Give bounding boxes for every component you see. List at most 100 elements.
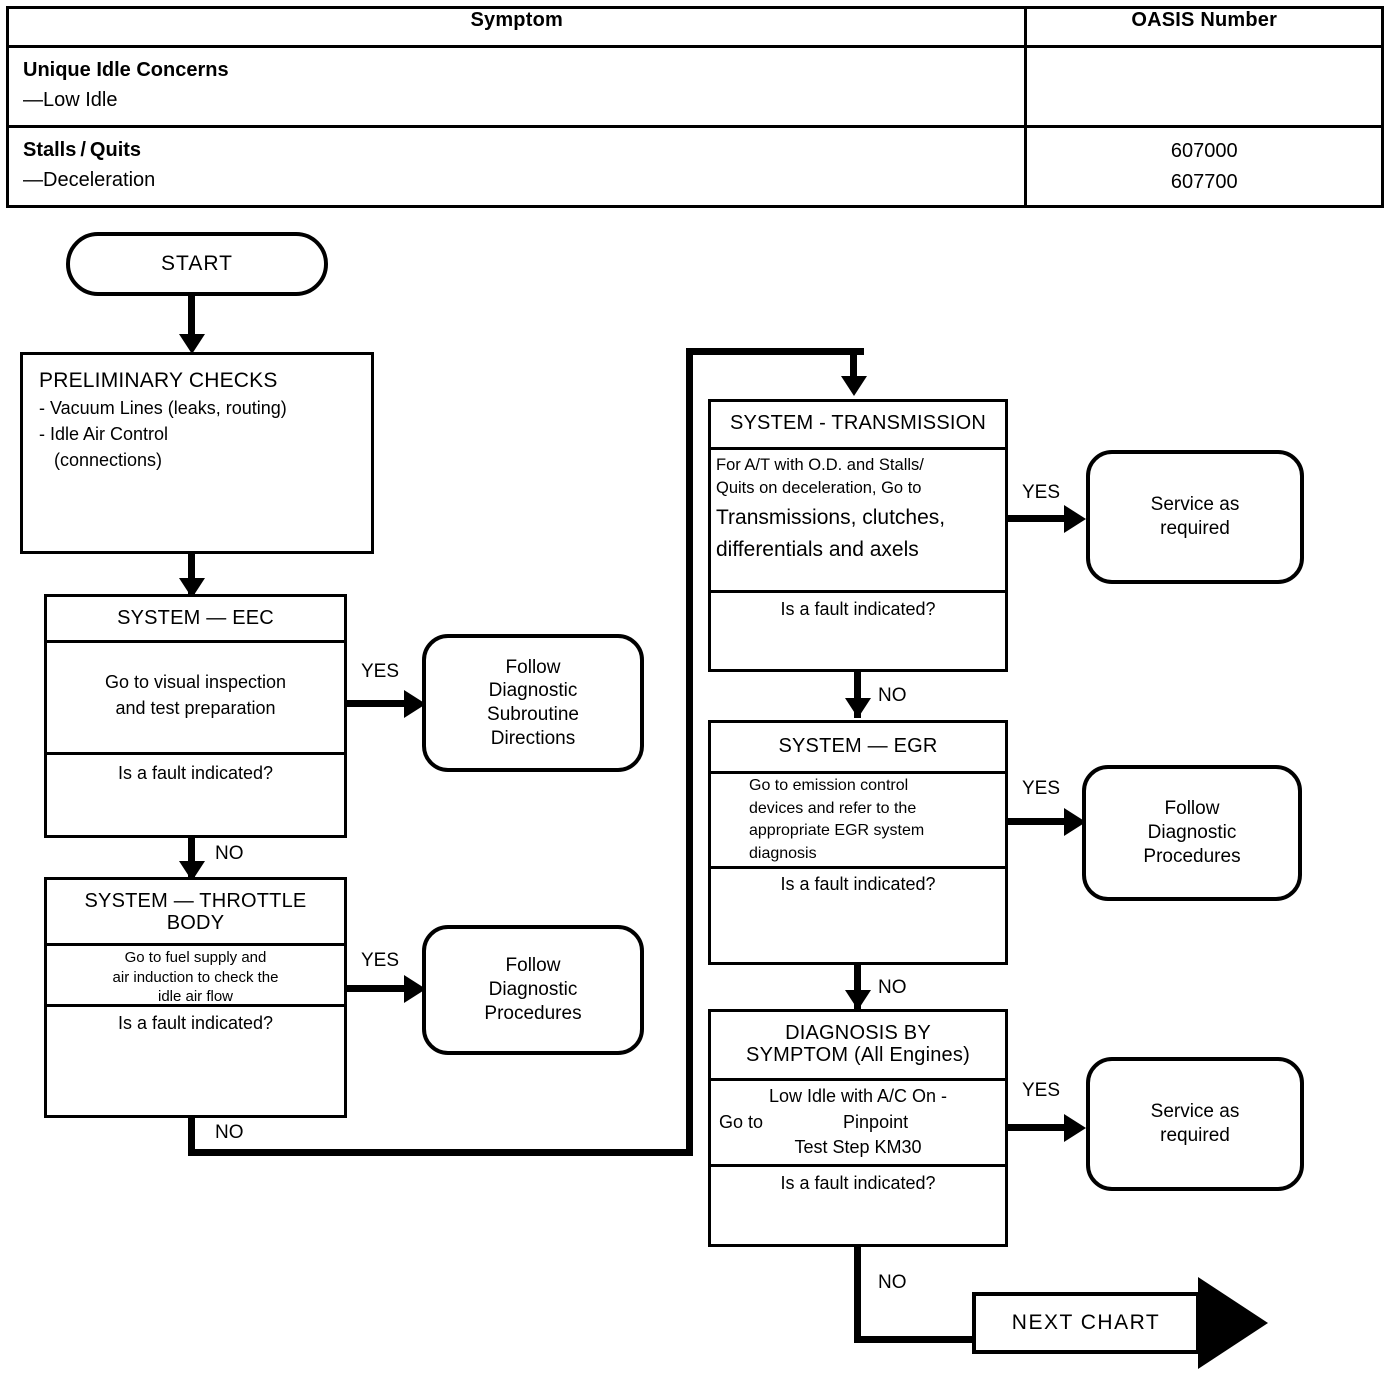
arrowhead-down-icon — [179, 334, 205, 354]
system-eec-body: Go to visual inspection and test prepara… — [104, 672, 287, 719]
arrowhead-right-icon — [1064, 1114, 1086, 1142]
arrowhead-down-icon — [845, 698, 871, 718]
eec-yes-outcome: Follow Diagnostic Subroutine Directions — [422, 634, 644, 772]
connector-preliminary-to-eec — [188, 554, 195, 596]
connector-start-to-preliminary — [188, 296, 195, 340]
label-no: NO — [878, 977, 907, 998]
preliminary-item: - Vacuum Lines (leaks, routing) — [39, 397, 287, 418]
start-label: START — [161, 251, 233, 275]
connector-eec-no — [188, 838, 195, 880]
symptom-subitem: —Low Idle — [23, 89, 118, 111]
label-yes: YES — [1022, 1080, 1061, 1101]
symptom-title: Unique Idle Concerns — [23, 59, 229, 81]
system-egr-header: SYSTEM — EGR — [778, 735, 938, 757]
system-eec-question: Is a fault indicated? — [117, 763, 274, 783]
system-throttle-header: SYSTEM — THROTTLE BODY — [84, 890, 307, 935]
next-chart-banner[interactable]: NEXT CHART — [972, 1277, 1272, 1380]
oasis-number: 607000 — [1170, 140, 1238, 162]
eec-yes-outcome-text: Follow Diagnostic Subroutine Directions — [487, 656, 579, 749]
label-yes: YES — [1022, 778, 1061, 799]
diagnosis-symptom-question: Is a fault indicated? — [780, 1173, 936, 1193]
system-eec-header: SYSTEM — EEC — [117, 607, 274, 629]
symptom-title: Stalls / Quits — [23, 139, 142, 161]
system-throttle-question: Is a fault indicated? — [117, 1013, 274, 1033]
oasis-cell: 607000 607700 — [1024, 125, 1384, 208]
diagnosis-by-symptom-box: DIAGNOSIS BY SYMPTOM (All Engines) Low I… — [708, 1009, 1008, 1247]
divider — [47, 752, 344, 755]
system-throttle-body: Go to fuel supply and air induction to c… — [112, 949, 279, 1005]
label-yes: YES — [1022, 482, 1061, 503]
connector-eec-yes — [347, 700, 415, 707]
oasis-number: 607700 — [1170, 171, 1238, 193]
divider — [711, 1078, 1005, 1081]
column-header-symptom: Symptom — [5, 6, 1028, 48]
system-transmission-header: SYSTEM - TRANSMISSION — [729, 412, 987, 434]
arrowhead-right-icon — [1064, 808, 1086, 836]
table-row: Unique Idle Concerns —Low Idle — [5, 45, 1384, 128]
system-throttle-body-box: SYSTEM — THROTTLE BODY Go to fuel supply… — [44, 877, 347, 1118]
connector-transmission-yes — [1008, 515, 1076, 522]
system-transmission-body: For A/T with O.D. and Stalls/ Quits on d… — [716, 456, 946, 561]
symptom-cell: Unique Idle Concerns —Low Idle — [5, 45, 1028, 128]
preliminary-item: (connections) — [39, 449, 163, 470]
arrowhead-right-icon — [1064, 505, 1086, 533]
connector-throttle-no-down — [188, 1118, 195, 1156]
arrowhead-right-icon — [404, 690, 426, 718]
connector-symptom-no-down — [854, 1247, 861, 1343]
symptom-yes-outcome: Service as required — [1086, 1057, 1304, 1191]
preliminary-item: - Idle Air Control — [39, 423, 169, 444]
symptom-subitem: —Deceleration — [23, 169, 156, 191]
divider — [711, 447, 1005, 450]
label-no: NO — [215, 843, 244, 864]
arrowhead-down-icon — [841, 376, 867, 396]
transmission-yes-outcome: Service as required — [1086, 450, 1304, 584]
symptom-cell: Stalls / Quits —Deceleration — [5, 125, 1028, 208]
connector-loop-top — [686, 348, 864, 355]
divider — [711, 1164, 1005, 1167]
connector-symptom-no-right — [854, 1336, 979, 1343]
connector-loop-into-transmission — [850, 348, 857, 382]
connector-symptom-yes — [1008, 1124, 1076, 1131]
start-terminator: START — [66, 232, 328, 296]
next-chart-label: NEXT CHART — [1011, 1311, 1161, 1334]
arrowhead-down-icon — [179, 861, 205, 881]
system-egr-question: Is a fault indicated? — [780, 874, 936, 894]
table-row: Stalls / Quits —Deceleration 607000 6077… — [5, 125, 1384, 208]
connector-loop-up — [686, 348, 693, 1156]
system-transmission-question: Is a fault indicated? — [780, 599, 936, 619]
divider — [47, 1004, 344, 1007]
label-yes: YES — [361, 950, 400, 971]
diagnosis-symptom-body: Low Idle with A/C On - Go to Pinpoint Te… — [719, 1086, 948, 1158]
divider — [711, 590, 1005, 593]
connector-throttle-yes — [347, 985, 415, 992]
divider — [47, 943, 344, 946]
preliminary-checks-box: PRELIMINARY CHECKS - Vacuum Lines (leaks… — [20, 352, 374, 554]
divider — [711, 771, 1005, 774]
system-egr-body: Go to emission control devices and refer… — [749, 777, 925, 863]
label-yes: YES — [361, 661, 400, 682]
symptom-yes-outcome-text: Service as required — [1150, 1101, 1240, 1146]
arrowhead-down-icon — [845, 990, 871, 1010]
arrowhead-down-icon — [179, 578, 205, 598]
diagnosis-symptom-header: DIAGNOSIS BY SYMPTOM (All Engines) — [746, 1022, 970, 1067]
table-header-row: Symptom OASIS Number — [5, 6, 1384, 48]
symptom-oasis-table: Symptom OASIS Number Unique Idle Concern… — [5, 6, 1384, 208]
label-no: NO — [878, 1272, 907, 1293]
system-transmission-box: SYSTEM - TRANSMISSION For A/T with O.D. … — [708, 399, 1008, 672]
label-no: NO — [878, 685, 907, 706]
connector-transmission-no — [854, 672, 861, 718]
arrowhead-right-icon — [404, 975, 426, 1003]
throttle-yes-outcome-text: Follow Diagnostic Procedures — [484, 955, 582, 1024]
arrowhead-right-icon — [1198, 1277, 1268, 1369]
connector-egr-no — [854, 965, 861, 1009]
connector-throttle-no-right — [188, 1149, 693, 1156]
connector-egr-yes — [1008, 818, 1076, 825]
oasis-cell — [1024, 45, 1384, 128]
preliminary-title: PRELIMINARY CHECKS - Vacuum Lines (leaks… — [23, 369, 371, 473]
label-no: NO — [215, 1122, 244, 1143]
next-chart-body[interactable]: NEXT CHART — [972, 1292, 1200, 1354]
egr-yes-outcome: Follow Diagnostic Procedures — [1082, 765, 1302, 901]
egr-yes-outcome-text: Follow Diagnostic Procedures — [1143, 798, 1241, 867]
divider — [711, 866, 1005, 869]
